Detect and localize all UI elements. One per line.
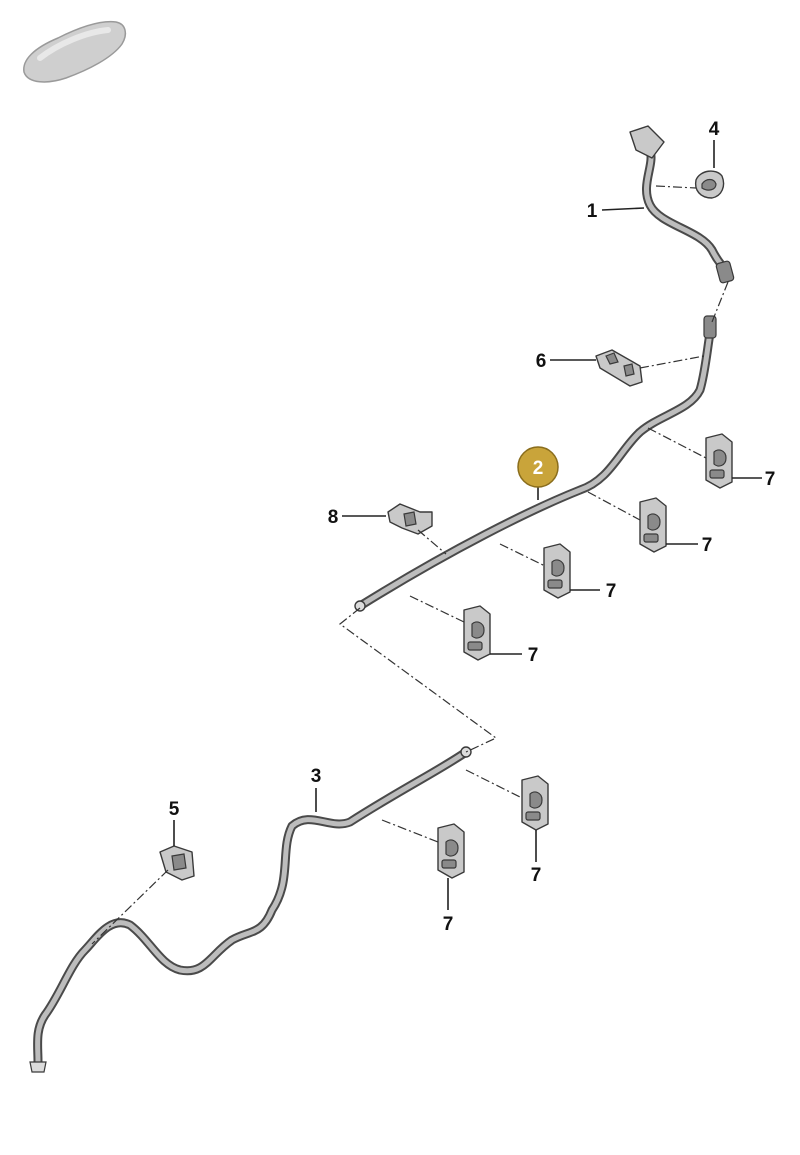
callout-5[interactable]: 5 [169, 799, 180, 820]
pipe-part-3 [29, 746, 472, 1073]
callout-1[interactable]: 1 [587, 201, 598, 222]
part-7-clamp-f [437, 823, 465, 879]
part-6-bracket [595, 349, 643, 387]
callout-3[interactable]: 3 [311, 766, 322, 787]
callout-7a[interactable]: 7 [765, 469, 776, 490]
callout-4[interactable]: 4 [709, 119, 720, 140]
part-7-clamp-d [463, 605, 491, 661]
part-8-holder [387, 503, 433, 535]
part-4-grommet [694, 170, 725, 199]
callout-7e[interactable]: 7 [531, 865, 542, 886]
callout-7b[interactable]: 7 [702, 535, 713, 556]
callout-8[interactable]: 8 [328, 507, 339, 528]
highlight-badge-2 [517, 446, 559, 488]
callout-leaders [173, 140, 762, 910]
part-7-clamp-b [639, 497, 667, 553]
callout-7f[interactable]: 7 [443, 914, 454, 935]
callout-7d[interactable]: 7 [528, 645, 539, 666]
pipe-part-1 [629, 125, 735, 284]
part-5-clip [159, 845, 195, 881]
callout-6[interactable]: 6 [536, 351, 547, 372]
car-silhouette-icon[interactable] [23, 20, 127, 83]
pipe-part-2 [354, 315, 717, 612]
callout-7c[interactable]: 7 [606, 581, 617, 602]
part-7-clamp-c [543, 543, 571, 599]
part-7-clamp-e [521, 775, 549, 831]
part-7-clamp-a [705, 433, 733, 489]
callout-labels: 1 2 3 4 5 6 7 7 7 7 7 7 8 [169, 119, 776, 935]
assembly-lines [91, 185, 729, 945]
callout-2[interactable]: 2 [533, 458, 544, 479]
